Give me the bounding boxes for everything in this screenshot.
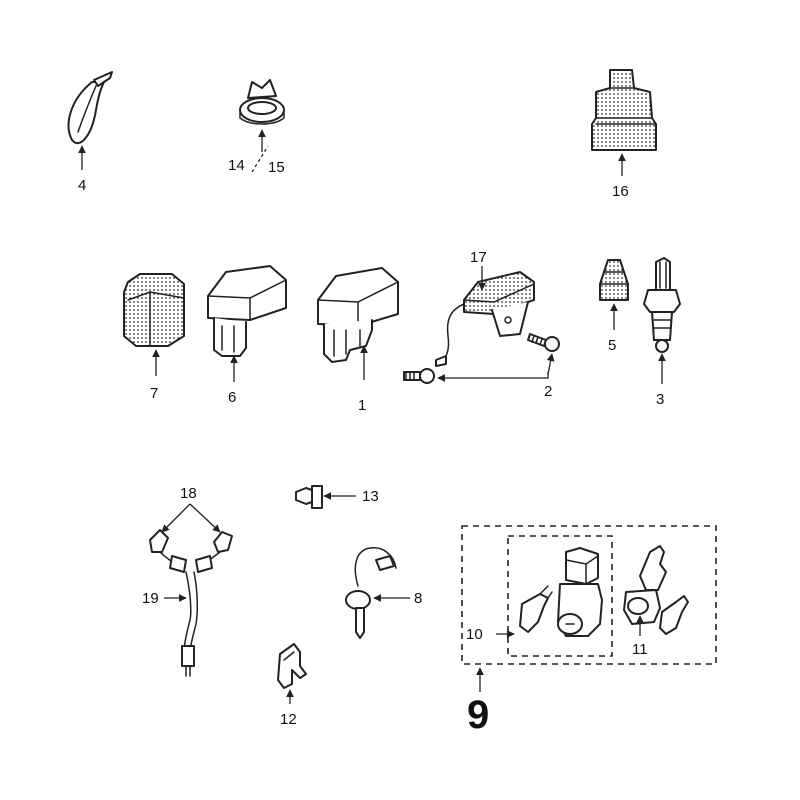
callout-8: 8 [414,590,422,607]
callout-11: 11 [632,641,648,658]
connector-cap-icon [123,273,185,347]
callout-10: 10 [466,626,483,643]
callout-4: 4 [78,177,86,194]
key-icon [345,547,397,639]
seat-lock-icon [623,545,689,635]
lock-set-frame [461,525,717,665]
callout-3: 3 [656,391,664,408]
callout-2: 2 [544,383,552,400]
leader-2b [546,353,555,375]
callout-6: 6 [228,389,236,406]
callout-5: 5 [608,337,616,354]
divider-14-15 [251,145,269,173]
callout-19: 19 [142,590,159,607]
hose-clamp-icon [239,79,285,125]
callout-16: 16 [612,183,629,200]
ignition-lock-icon [519,547,603,637]
callout-12: 12 [280,711,297,728]
screw-icon [403,333,560,384]
leader-18a [161,503,191,533]
bulb-icon [295,485,323,509]
callout-13: 13 [362,488,379,505]
callout-14: 14 [228,157,245,174]
bracket-clip-icon [277,643,307,689]
stop-switch-icon [643,257,681,353]
callout-1: 1 [358,397,366,414]
callout-18: 18 [180,485,197,502]
connector-housing-6-icon [207,265,287,357]
callout-17: 17 [470,249,487,266]
cable-tie-icon [67,71,113,145]
wiring-harness-icon [149,529,233,677]
small-switch-icon [599,259,629,301]
callout-9: 9 [467,693,489,737]
callout-15: 15 [268,159,285,176]
leader-18b [189,503,221,533]
rubber-boot-icon [591,69,657,151]
lock-subset-frame [507,535,613,657]
leader-2 [437,372,549,382]
relay-module-icon [435,271,535,367]
callout-7: 7 [150,385,158,402]
connector-housing-1-icon [317,267,399,363]
